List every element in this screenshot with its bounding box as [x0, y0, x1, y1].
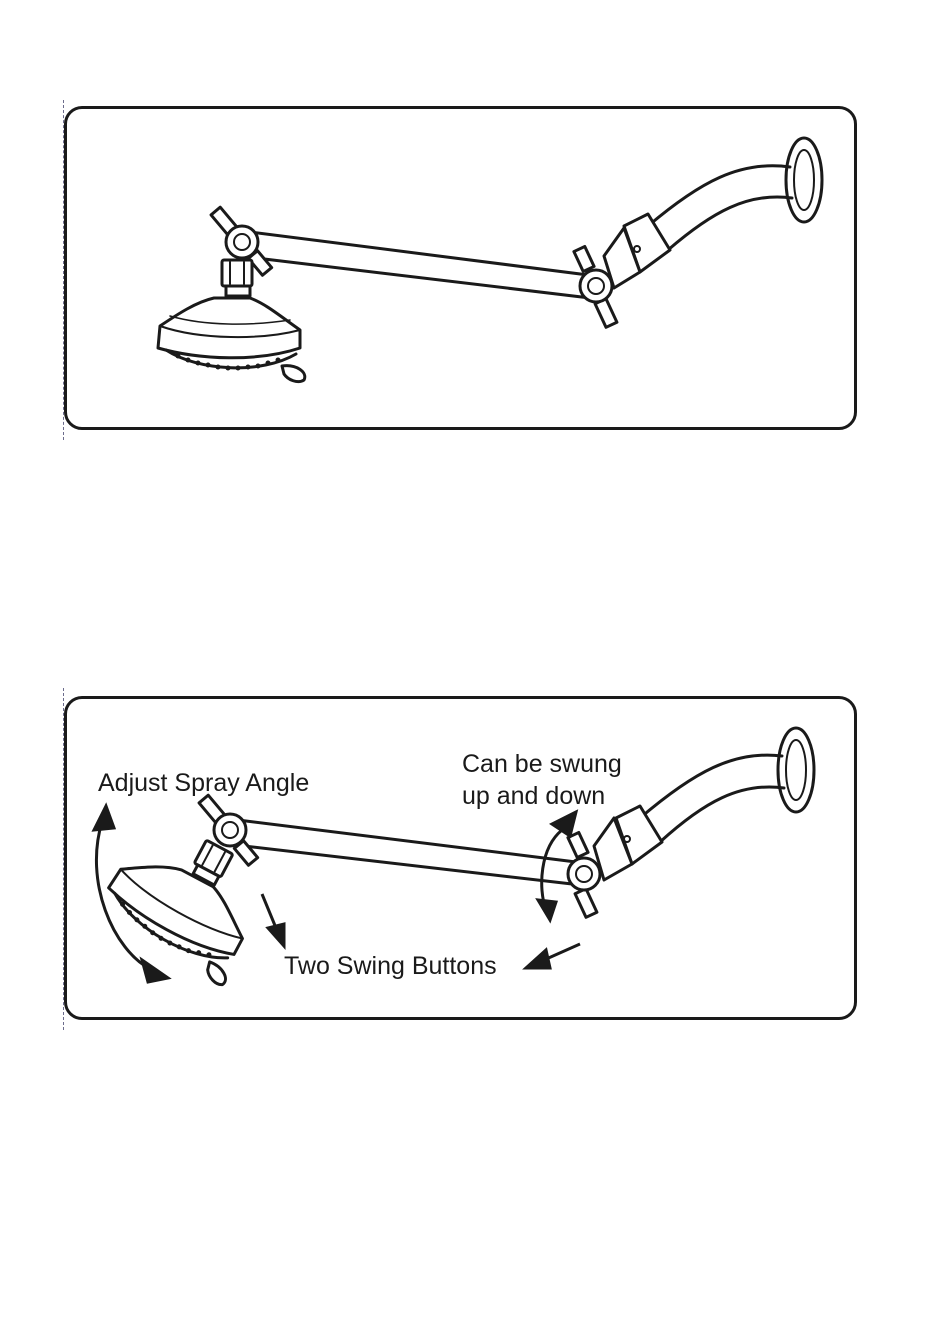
adjust-spray-angle-label: Adjust Spray Angle	[98, 768, 309, 798]
two-swing-buttons-label: Two Swing Buttons	[284, 951, 497, 981]
swing-label-line2: up and down	[462, 781, 605, 811]
swing-label-line1: Can be swung	[462, 749, 622, 779]
shower-arm-bottom-illustration	[93, 728, 814, 986]
two-swing-buttons-arrow-right	[526, 944, 580, 968]
two-swing-buttons-arrow-left	[262, 894, 284, 946]
shower-arm-top-illustration	[158, 138, 822, 382]
